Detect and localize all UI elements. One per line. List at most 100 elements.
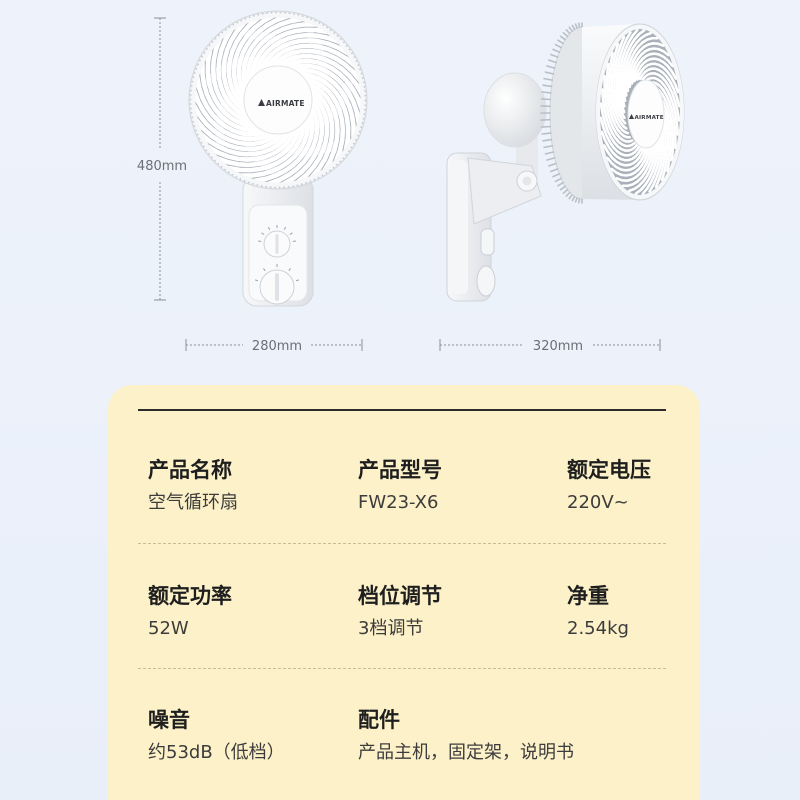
grille-slat xyxy=(626,38,657,95)
spec-value: 空气循环扇 xyxy=(148,492,238,513)
rear-rib xyxy=(554,177,563,183)
spec-label: 额定功率 xyxy=(148,584,232,608)
grille-slat xyxy=(275,53,365,97)
grille-slat xyxy=(296,72,351,152)
spec-label: 额定电压 xyxy=(567,458,651,482)
grille-slat xyxy=(621,30,644,106)
fan-hub xyxy=(627,79,665,149)
spec-value: 220V~ xyxy=(567,492,629,513)
grille-slat xyxy=(259,38,350,74)
spec-value: 约53dB（低档） xyxy=(148,742,285,763)
grille-slat xyxy=(210,37,256,124)
spec-panel: 产品名称 空气循环扇 产品型号 FW23-X6 额定电压 220V~ 额定功率 … xyxy=(108,385,700,800)
spec-value: 3档调节 xyxy=(358,618,424,639)
rear-rib xyxy=(546,157,556,161)
spec-label: 净重 xyxy=(567,584,609,608)
rear-rib xyxy=(547,59,557,64)
grille-slat xyxy=(304,81,340,172)
rear-rib xyxy=(557,181,565,187)
spec-label: 产品名称 xyxy=(148,458,232,482)
rear-rib xyxy=(549,168,559,173)
grille-slat xyxy=(607,64,630,137)
rear-rib xyxy=(544,151,555,155)
grille-slat xyxy=(246,22,318,86)
knob-tick xyxy=(292,240,296,242)
knob-grip xyxy=(275,234,279,254)
rear-rib xyxy=(542,138,553,142)
spec-noise: 噪音 约53dB（低档） xyxy=(148,708,285,764)
spec-row: 额定功率 52W 档位调节 3档调节 净重 2.54kg xyxy=(108,584,700,654)
grille-slat xyxy=(216,28,252,119)
motor-housing xyxy=(483,72,547,148)
rear-rib xyxy=(554,43,563,49)
spec-voltage: 额定电压 220V~ xyxy=(567,458,651,514)
grille-slat xyxy=(630,49,668,87)
grille-slat xyxy=(254,32,341,78)
fan-rim-ring xyxy=(190,12,366,188)
row-separator xyxy=(138,543,666,544)
spec-label: 档位调节 xyxy=(358,584,442,608)
grille-slat xyxy=(286,63,362,126)
grille-slat xyxy=(619,30,637,112)
rear-rib xyxy=(552,48,561,54)
grille-slat xyxy=(199,128,292,157)
grille-slat xyxy=(269,48,362,82)
grille-slat xyxy=(281,97,325,187)
grille-slat xyxy=(206,126,297,162)
grille-slat xyxy=(267,103,320,186)
rear-rib xyxy=(559,35,567,41)
knob-tick xyxy=(263,268,266,272)
knob-tick xyxy=(283,226,287,230)
rear-rib xyxy=(571,24,576,31)
spec-value: 产品主机，固定架，说明书 xyxy=(358,742,574,763)
grille-slat xyxy=(614,37,625,123)
brand-logo: AIRMATE xyxy=(266,99,305,108)
rear-rib xyxy=(542,84,553,88)
rear-rib xyxy=(565,191,571,197)
rear-rib xyxy=(574,23,578,29)
grille-slat xyxy=(617,32,631,117)
knob-ticks xyxy=(254,264,300,282)
airmate-logo-icon xyxy=(258,99,265,106)
rear-rib xyxy=(543,77,554,81)
grille-slat xyxy=(306,86,335,179)
grille-slat xyxy=(281,58,364,111)
rear-rib xyxy=(557,39,565,45)
knob-grip xyxy=(275,273,279,301)
spec-row: 产品名称 空气循环扇 产品型号 FW23-X6 额定电压 220V~ xyxy=(108,458,700,528)
grille-slat xyxy=(221,20,250,114)
rear-rib xyxy=(577,22,581,29)
rear-rib xyxy=(577,197,581,204)
rear-rib xyxy=(552,173,561,178)
speed-knob xyxy=(254,264,300,305)
rear-rib xyxy=(574,197,578,203)
grille-slat xyxy=(628,43,663,90)
airmate-logo-icon xyxy=(629,114,634,119)
panel-top-rule xyxy=(138,409,666,411)
fan-rim-ring xyxy=(596,25,684,199)
spec-row: 噪音 约53dB（低档） 配件 产品主机，固定架，说明书 xyxy=(108,708,700,778)
front-view-fan: AIRMATE xyxy=(188,10,368,307)
spec-speed-levels: 档位调节 3档调节 xyxy=(358,584,442,640)
height-dimension xyxy=(154,17,166,301)
rear-rib xyxy=(541,91,552,94)
speed-knob xyxy=(476,265,496,297)
grille-slat xyxy=(640,69,679,107)
grille-slat xyxy=(200,60,264,132)
rear-rib xyxy=(540,98,552,101)
grille-slat xyxy=(645,78,677,135)
spec-label: 产品型号 xyxy=(358,458,442,482)
fan-rim-ribs xyxy=(189,11,367,189)
spec-power: 额定功率 52W xyxy=(148,584,232,640)
rear-rib xyxy=(540,125,552,128)
fan-grille xyxy=(601,30,680,194)
rear-rib xyxy=(562,31,569,38)
plate-face xyxy=(452,160,468,294)
front-width-dimension xyxy=(185,339,363,351)
grille-slat xyxy=(643,73,679,120)
grille-slat xyxy=(292,68,356,140)
rear-rib xyxy=(571,195,576,202)
knob-tick xyxy=(295,279,300,282)
grille-slat xyxy=(191,103,281,147)
knob-tick xyxy=(288,268,291,272)
